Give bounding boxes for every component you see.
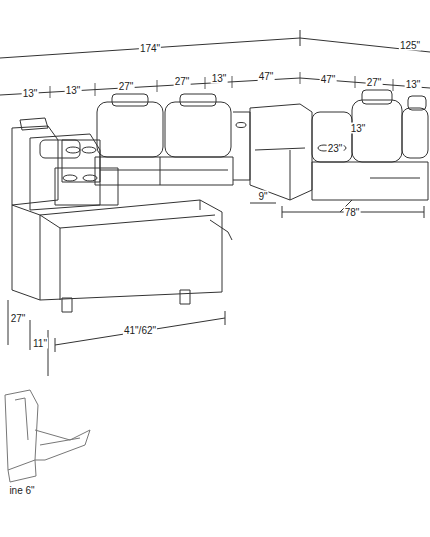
dimension-label: 23": [327, 143, 344, 154]
dimension-label: 13": [65, 85, 82, 96]
dimension-label: 27": [10, 313, 27, 324]
dimension-label: 78": [344, 207, 361, 218]
dimension-label: 13": [350, 123, 367, 134]
dimension-label: 125": [399, 40, 421, 51]
dimension-label: ine 6": [8, 485, 35, 496]
dimension-label: 174": [139, 43, 161, 54]
dimension-label: 11": [32, 338, 48, 349]
dimension-label: 41"/62": [123, 325, 157, 336]
dimension-label: 9": [257, 191, 268, 202]
dimension-label: 27": [366, 77, 383, 88]
dimension-label: 13": [211, 73, 228, 84]
dimension-label: 13": [22, 88, 39, 99]
dimension-label: 27": [174, 76, 191, 87]
dimension-label: 47": [320, 74, 337, 85]
dimension-label: 13": [405, 79, 422, 90]
dimension-label: 27": [118, 81, 135, 92]
dimension-label: 47": [258, 71, 275, 82]
